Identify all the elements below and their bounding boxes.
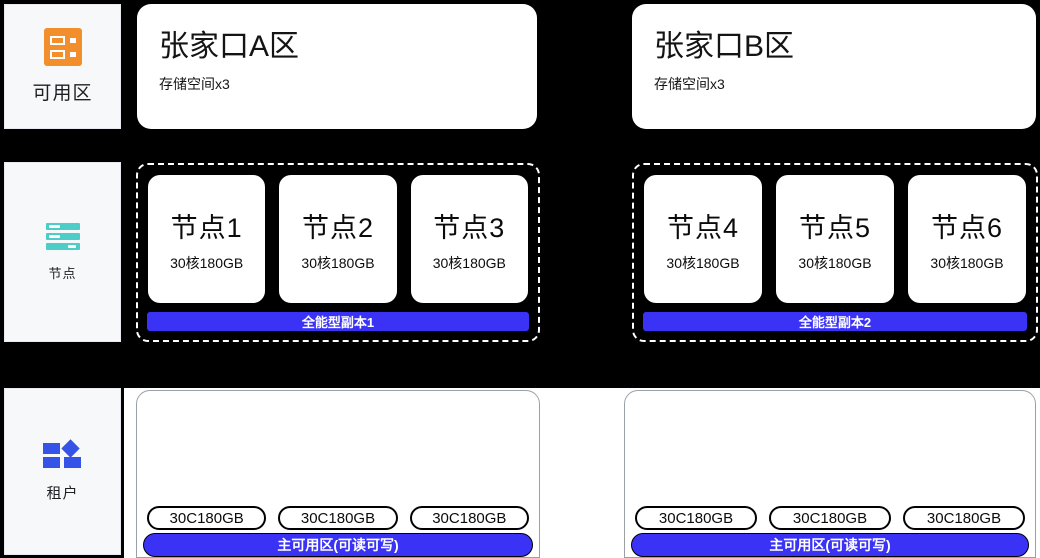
tenant-spec-pill[interactable]: 30C180GB xyxy=(769,506,891,530)
node-row: 节点4 30核180GB 节点5 30核180GB 节点6 30核180GB xyxy=(642,173,1028,305)
tenant-spec-pill[interactable]: 30C180GB xyxy=(903,506,1025,530)
sidebar-label-node: 节点 xyxy=(48,265,77,281)
node-group: 节点1 30核180GB 节点2 30核180GB 节点3 30核180GB 全… xyxy=(136,163,540,342)
tenant-card[interactable]: 30C180GB 30C180GB 30C180GB 主可用区(可读可写) xyxy=(136,390,540,558)
tenant-spec-pill[interactable]: 30C180GB xyxy=(409,506,529,530)
node-card[interactable]: 节点5 30核180GB xyxy=(774,173,896,305)
node-spec: 30核180GB xyxy=(170,254,244,271)
zone-subtitle: 存储空间x3 xyxy=(159,75,230,92)
node-spec: 30核180GB xyxy=(930,254,1004,271)
tenant-zone-bar[interactable]: 主可用区(可读可写) xyxy=(631,533,1029,557)
replica-bar[interactable]: 全能型副本2 xyxy=(642,311,1028,332)
sidebar-item-availability-zone[interactable]: 可用区 xyxy=(4,4,121,129)
node-card[interactable]: 节点6 30核180GB xyxy=(906,173,1028,305)
tenant-zone-bar[interactable]: 主可用区(可读可写) xyxy=(143,533,533,557)
zone-title: 张家口B区 xyxy=(654,30,795,63)
node-name: 节点6 xyxy=(930,212,1004,243)
node-spec: 30核180GB xyxy=(798,254,872,271)
node-card[interactable]: 节点3 30核180GB xyxy=(408,173,530,305)
tenant-spec-pill[interactable]: 30C180GB xyxy=(635,506,757,530)
zone-card[interactable]: 张家口A区 存储空间x3 xyxy=(137,4,537,129)
tenant-spec-pill[interactable]: 30C180GB xyxy=(147,506,267,530)
node-row: 节点1 30核180GB 节点2 30核180GB 节点3 30核180GB xyxy=(146,173,530,305)
availability-zone-icon xyxy=(43,28,82,66)
server-stack-icon xyxy=(45,222,80,251)
zone-card[interactable]: 张家口B区 存储空间x3 xyxy=(632,4,1036,129)
tenant-spec-pill[interactable]: 30C180GB xyxy=(278,506,398,530)
node-spec: 30核180GB xyxy=(432,254,506,271)
node-group: 节点4 30核180GB 节点5 30核180GB 节点6 30核180GB 全… xyxy=(632,163,1038,342)
node-card[interactable]: 节点2 30核180GB xyxy=(277,173,399,305)
zone-title: 张家口A区 xyxy=(159,30,300,63)
tenant-pill-row: 30C180GB 30C180GB 30C180GB xyxy=(631,506,1029,530)
zone-subtitle: 存储空间x3 xyxy=(654,75,725,92)
tenant-blocks-icon xyxy=(42,438,83,471)
node-name: 节点5 xyxy=(798,212,872,243)
tenant-pill-row: 30C180GB 30C180GB 30C180GB xyxy=(143,506,533,530)
replica-bar[interactable]: 全能型副本1 xyxy=(146,311,530,332)
sidebar-label-tenant: 租户 xyxy=(46,484,79,502)
node-card[interactable]: 节点1 30核180GB xyxy=(146,173,268,305)
sidebar-label-availability-zone: 可用区 xyxy=(32,83,93,104)
node-card[interactable]: 节点4 30核180GB xyxy=(642,173,764,305)
node-name: 节点3 xyxy=(433,212,506,243)
tenant-card[interactable]: 30C180GB 30C180GB 30C180GB 主可用区(可读可写) xyxy=(624,390,1036,558)
node-name: 节点4 xyxy=(666,212,740,243)
node-name: 节点1 xyxy=(170,212,243,243)
sidebar-item-tenant[interactable]: 租户 xyxy=(4,388,121,555)
sidebar-item-node[interactable]: 节点 xyxy=(4,162,121,342)
node-name: 节点2 xyxy=(301,212,374,243)
node-spec: 30核180GB xyxy=(301,254,375,271)
node-spec: 30核180GB xyxy=(666,254,740,271)
